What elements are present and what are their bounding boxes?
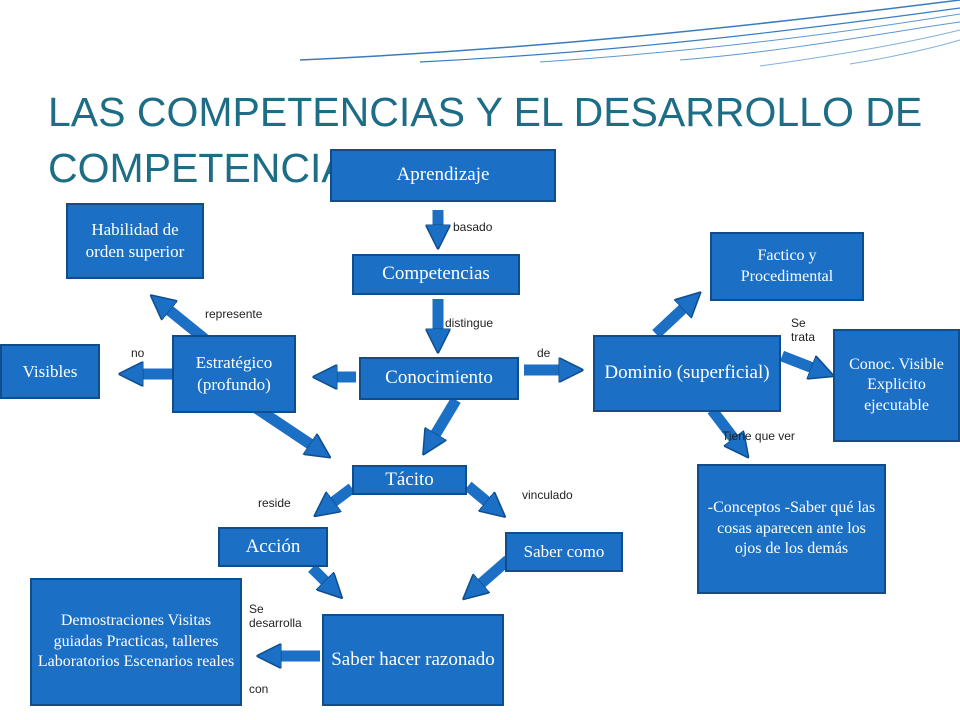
node-competencias: Competencias (352, 254, 520, 295)
arrow-estrategico-habilidad (164, 306, 210, 345)
node-accion: Acción (218, 527, 328, 567)
label-no: no (131, 346, 145, 360)
arrow-accion-saberhacer (308, 564, 330, 586)
node-conceptos: -Conceptos -Saber qué las cosas aparecen… (697, 464, 886, 594)
node-factico: Factico y Procedimental (710, 232, 864, 301)
label-tiene-que-ver: Tiene que ver (722, 429, 795, 443)
page-title: LAS COMPETENCIAS Y EL DESARROLLO DE COMP… (48, 89, 923, 191)
arrow-estrategico-tacito (252, 403, 316, 448)
node-dominio: Dominio (superficial) (593, 335, 781, 412)
label-de: de (537, 346, 551, 360)
node-visibles: Visibles (0, 344, 100, 399)
node-saber-hacer: Saber hacer razonado (322, 614, 504, 706)
arrow-tacito-accion (328, 483, 356, 506)
arrow-dominio-conoc (780, 350, 818, 370)
label-vinculado: vinculado (522, 488, 573, 502)
label-se-trata: Se trata (791, 316, 816, 344)
arrow-sabercomo-saberhacer (476, 555, 512, 588)
label-con: con (249, 682, 269, 696)
label-reside: reside (258, 496, 291, 510)
label-se-desarrolla: Se desarrolla (249, 602, 302, 630)
node-demostraciones: Demostraciones Visitas guiadas Practicas… (30, 578, 242, 706)
label-distingue: distingue (445, 316, 494, 330)
arrow-dominio-factico (652, 304, 688, 339)
node-tacito: Tácito (352, 465, 467, 495)
label-represente: represente (205, 307, 263, 321)
arrow-conocimiento-tacito (432, 397, 461, 440)
arrow-dominio-conceptos (707, 406, 738, 444)
node-conoc-visible: Conoc. Visible Explicito ejecutable (833, 329, 960, 442)
node-habilidad: Habilidad de orden superior (66, 203, 204, 279)
node-saber-como: Saber como (505, 532, 623, 572)
node-aprendizaje: Aprendizaje (330, 149, 556, 202)
arrow-tacito-sabercomo (464, 481, 492, 506)
node-conocimiento: Conocimiento (359, 357, 519, 400)
node-estrategico: Estratégico (profundo) (172, 335, 296, 413)
label-basado: basado (453, 220, 493, 234)
